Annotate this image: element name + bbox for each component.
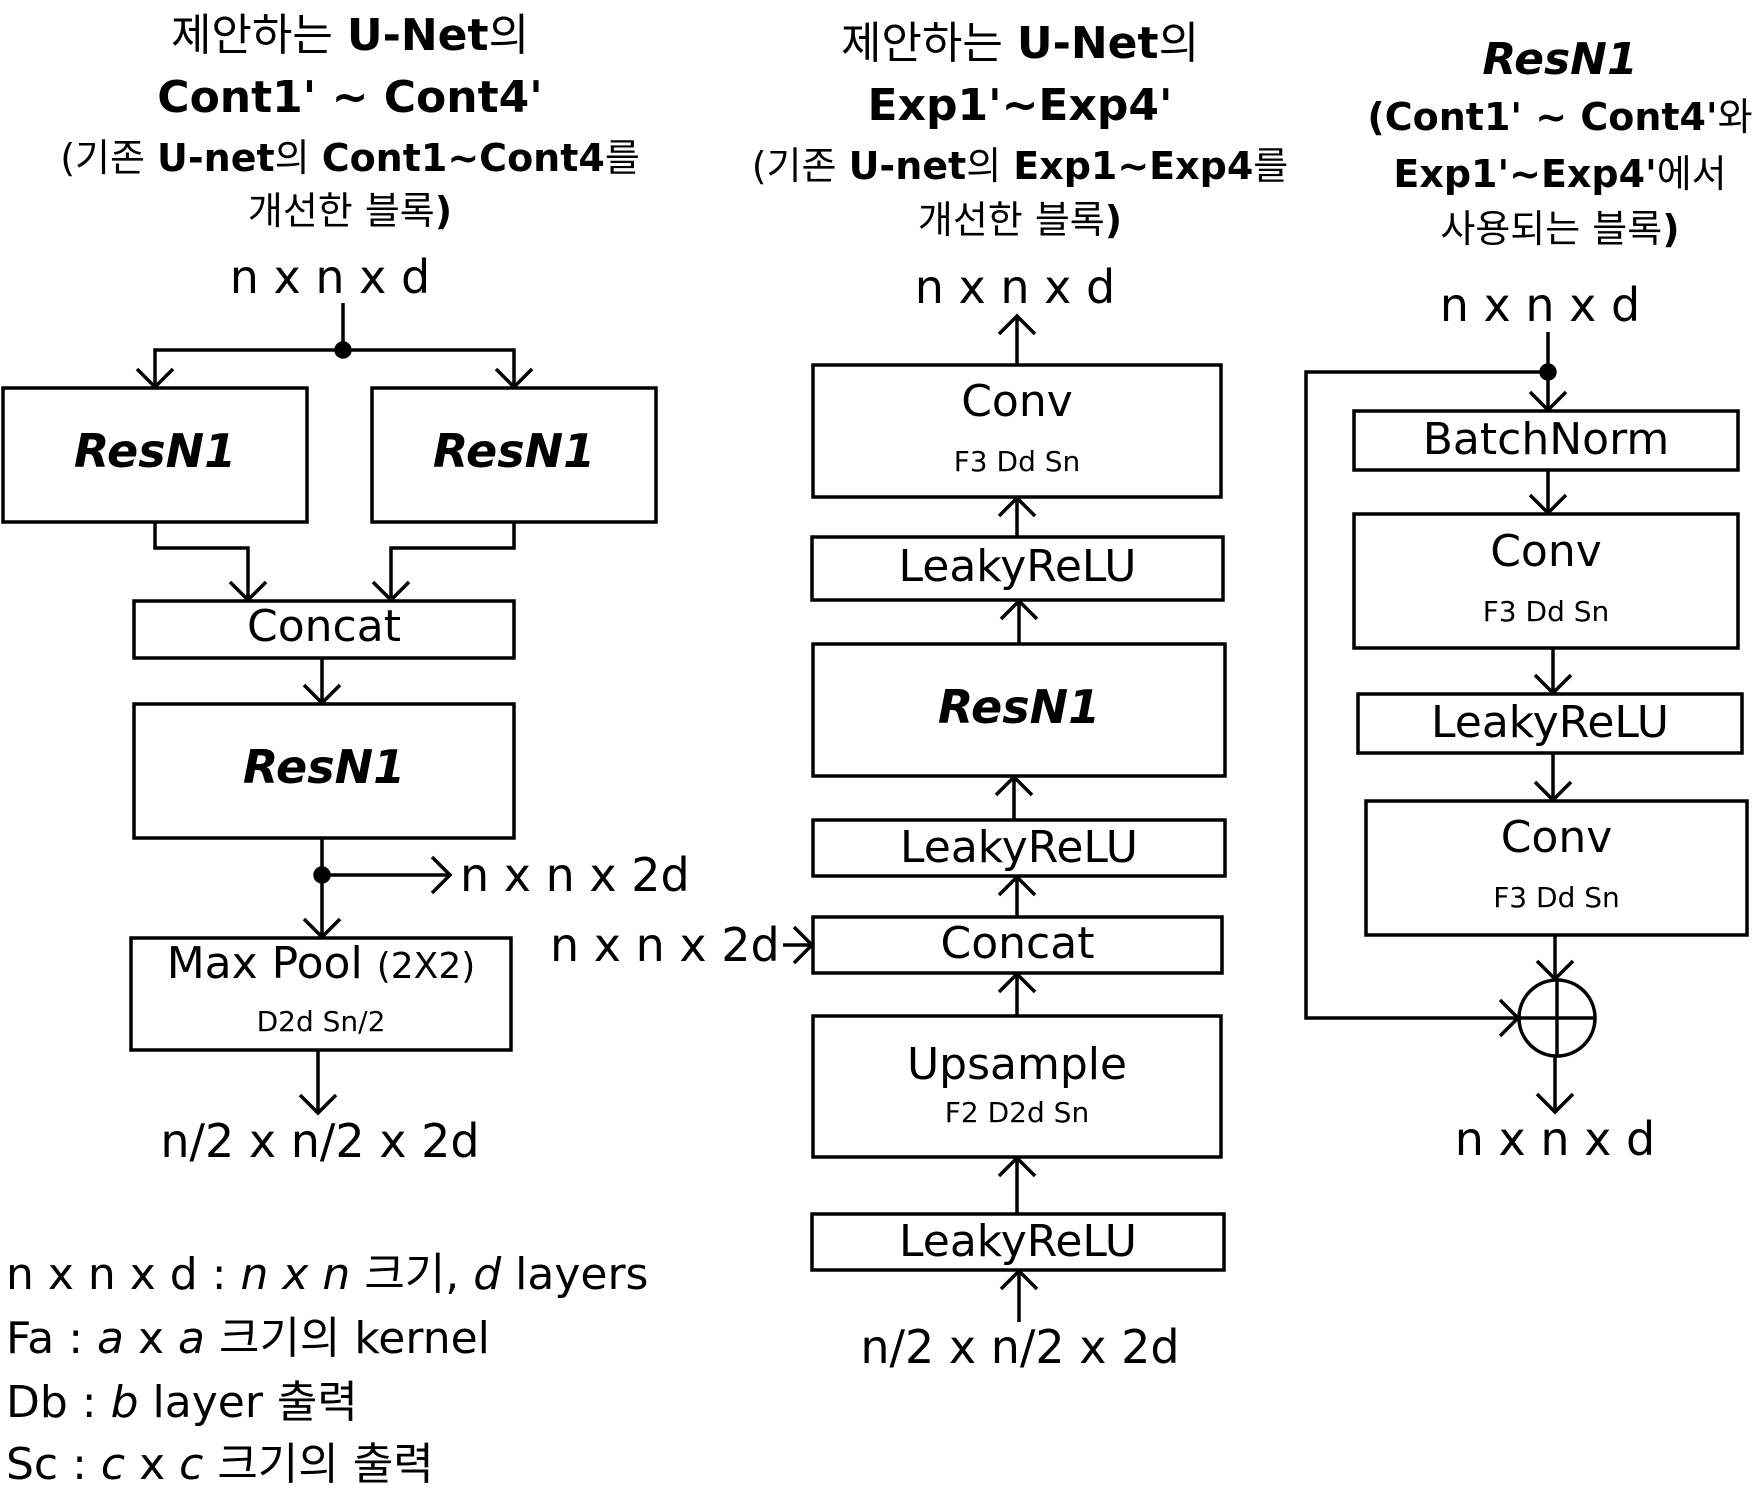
- col3-conv1-box: [1352, 512, 1740, 650]
- col2-leaky3-label: LeakyReLU: [899, 1216, 1137, 1267]
- col1-title-line2: Cont1' ~ Cont4': [157, 72, 543, 123]
- col1-resn1-mid-box: [132, 702, 516, 840]
- col2-upsample-label: Upsample: [906, 1039, 1128, 1090]
- col1-title-line1: 제안하는 U-Net의: [170, 10, 530, 61]
- col1-concat-label: Concat: [247, 601, 401, 652]
- col3-title-line1: ResN1: [1482, 34, 1638, 85]
- col1-output-dim: n/2 x n/2 x 2d: [160, 1114, 480, 1168]
- legend-line2: Fa : a x a 크기의 kernel: [6, 1313, 490, 1364]
- col1-arrow-left: [135, 348, 343, 390]
- col3-leaky-box: [1356, 692, 1744, 755]
- col1-title-line4: 개선한 블록): [247, 189, 453, 233]
- col3-title-line4: 사용되는 블록): [1440, 207, 1680, 251]
- col2-title-line1: 제안하는 U-Net의: [840, 18, 1200, 69]
- col2-resn1-label: ResN1: [937, 680, 1101, 734]
- col1-arrow-right: [343, 348, 534, 390]
- col3-title-line2: (Cont1' ~ Cont4'와: [1367, 95, 1752, 139]
- col2-skip-in-dim: n x n x 2d: [550, 918, 780, 972]
- col1-concat-box: [132, 599, 516, 660]
- col3-conv2-params: F3 Dd Sn: [1493, 881, 1620, 914]
- col1-resn1-right-label: ResN1: [432, 424, 596, 478]
- col1-arrow-to-concat-left: [153, 522, 268, 603]
- col1-resn1-mid-label: ResN1: [242, 740, 406, 794]
- col3-output-dim: n x n x d: [1454, 1112, 1656, 1166]
- col2-title-line4: 개선한 블록): [917, 198, 1123, 242]
- col1-title-line3: (기존 U-net의 Cont1~Cont4를: [60, 136, 640, 180]
- col2-output-dim: n x n x d: [914, 260, 1116, 314]
- col1-input-dim: n x n x d: [229, 250, 431, 304]
- col2-conv-label: Conv: [961, 376, 1073, 427]
- col2-leaky2-label: LeakyReLU: [900, 822, 1138, 873]
- col1-maxpool-box: [129, 936, 513, 1052]
- col2-conv-params: F3 Dd Sn: [953, 445, 1081, 478]
- col1-resn1-left-label: ResN1: [73, 424, 237, 478]
- col2-title-line2: Exp1'~Exp4': [867, 80, 1173, 131]
- col3-title-line3: Exp1'~Exp4'에서: [1393, 152, 1727, 196]
- col3-residual-path: [1304, 370, 1548, 1038]
- col3-batchnorm-label: BatchNorm: [1422, 414, 1670, 465]
- col2-input-dim: n/2 x n/2 x 2d: [860, 1320, 1180, 1374]
- col3-batchnorm-box: [1352, 409, 1740, 472]
- col1-maxpool-label: Max Pool (2X2): [166, 938, 476, 989]
- col3-conv1-label: Conv: [1490, 526, 1602, 577]
- col3-conv1-params: F3 Dd Sn: [1482, 595, 1610, 628]
- col3-leaky-label: LeakyReLU: [1431, 697, 1669, 748]
- col2-title-line3: (기존 U-net의 Exp1~Exp4를: [751, 144, 1289, 188]
- col1-arrow-to-concat-right: [371, 522, 516, 603]
- legend-line4: Sc : c x c 크기의 출력: [6, 1439, 434, 1490]
- col2-upsample-params: F2 D2d Sn: [944, 1096, 1090, 1129]
- legend-line1: n x n x d : n x n 크기, d layers: [6, 1249, 649, 1300]
- col3-conv2-label: Conv: [1500, 812, 1613, 863]
- col2-concat-label: Concat: [940, 918, 1095, 969]
- col2-leaky1-label: LeakyReLU: [898, 541, 1137, 592]
- col1-skip-out-dim: n x n x 2d: [460, 848, 690, 902]
- col3-input-dim: n x n x d: [1439, 278, 1641, 332]
- legend-line3: Db : b layer 출력: [6, 1377, 358, 1428]
- col1-maxpool-params: D2d Sn/2: [256, 1005, 386, 1038]
